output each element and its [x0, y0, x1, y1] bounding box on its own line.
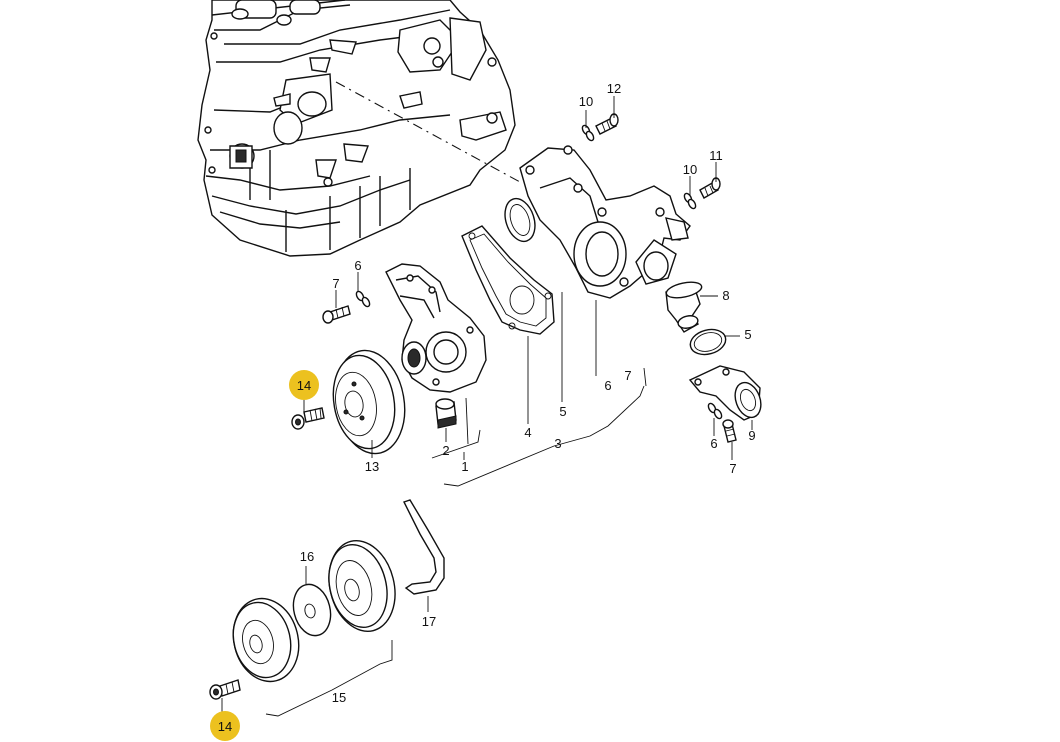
callout-14-lower: 14: [218, 719, 232, 734]
callout-6-right: 6: [710, 436, 717, 451]
housing-gasket-oval: [504, 197, 536, 243]
drive-belt: [403, 499, 445, 595]
callout-14-upper: 14: [297, 378, 311, 393]
pulley-bolt-upper: [291, 407, 325, 430]
callout-5-right: 5: [744, 327, 751, 342]
callout-1: 1: [461, 459, 468, 474]
callout-2: 2: [442, 443, 449, 458]
pulley-bolt-lower: [209, 679, 241, 700]
highlight-badge-upper: [289, 370, 319, 400]
washer-6-left: [355, 290, 371, 308]
crankshaft-pulley-outer: [328, 540, 396, 632]
coolant-flange: [688, 365, 762, 421]
callout-16: 16: [300, 549, 314, 564]
bolt-7-right: [722, 419, 737, 443]
o-ring: [689, 328, 727, 356]
coolant-pump-housing: [519, 145, 691, 299]
callout-8: 8: [722, 288, 729, 303]
assembly-centerline: [335, 81, 521, 183]
callout-7-middle: 7: [624, 368, 631, 383]
washer-6-right: [707, 402, 723, 420]
leader-lines: [221, 96, 753, 717]
thermostat: [665, 281, 703, 333]
crankshaft-pulley: [232, 597, 300, 683]
water-pump: [385, 263, 487, 393]
bolt-7-left: [322, 305, 351, 324]
callout-13: 13: [365, 459, 379, 474]
engine-block: [197, 0, 516, 257]
callout-labels: 12 10 11 10 6 7 8 5 7 6 14 5 4 9 6 3 2 1…: [218, 81, 756, 734]
callout-5-middle: 5: [559, 404, 566, 419]
callout-6-left: 6: [354, 258, 361, 273]
callout-12: 12: [607, 81, 621, 96]
washer-10-top: [581, 124, 595, 142]
callout-3: 3: [554, 436, 561, 451]
callout-6-middle: 6: [604, 378, 611, 393]
callout-9: 9: [748, 428, 755, 443]
callout-7-right: 7: [729, 461, 736, 476]
callout-11: 11: [709, 148, 723, 163]
bolt-11: [699, 177, 721, 199]
bolt-12: [595, 113, 619, 135]
pulley-spacer: [292, 583, 332, 637]
callout-7-left: 7: [332, 276, 339, 291]
highlight-badge-lower: [210, 711, 240, 741]
callout-17: 17: [422, 614, 436, 629]
callout-10-top: 10: [579, 94, 593, 109]
callout-10-right: 10: [683, 162, 697, 177]
callout-4: 4: [524, 425, 531, 440]
pump-gasket: [461, 225, 555, 335]
water-pump-pulley: [332, 349, 406, 455]
callout-15: 15: [332, 690, 346, 705]
sealing-plug: [435, 398, 457, 429]
